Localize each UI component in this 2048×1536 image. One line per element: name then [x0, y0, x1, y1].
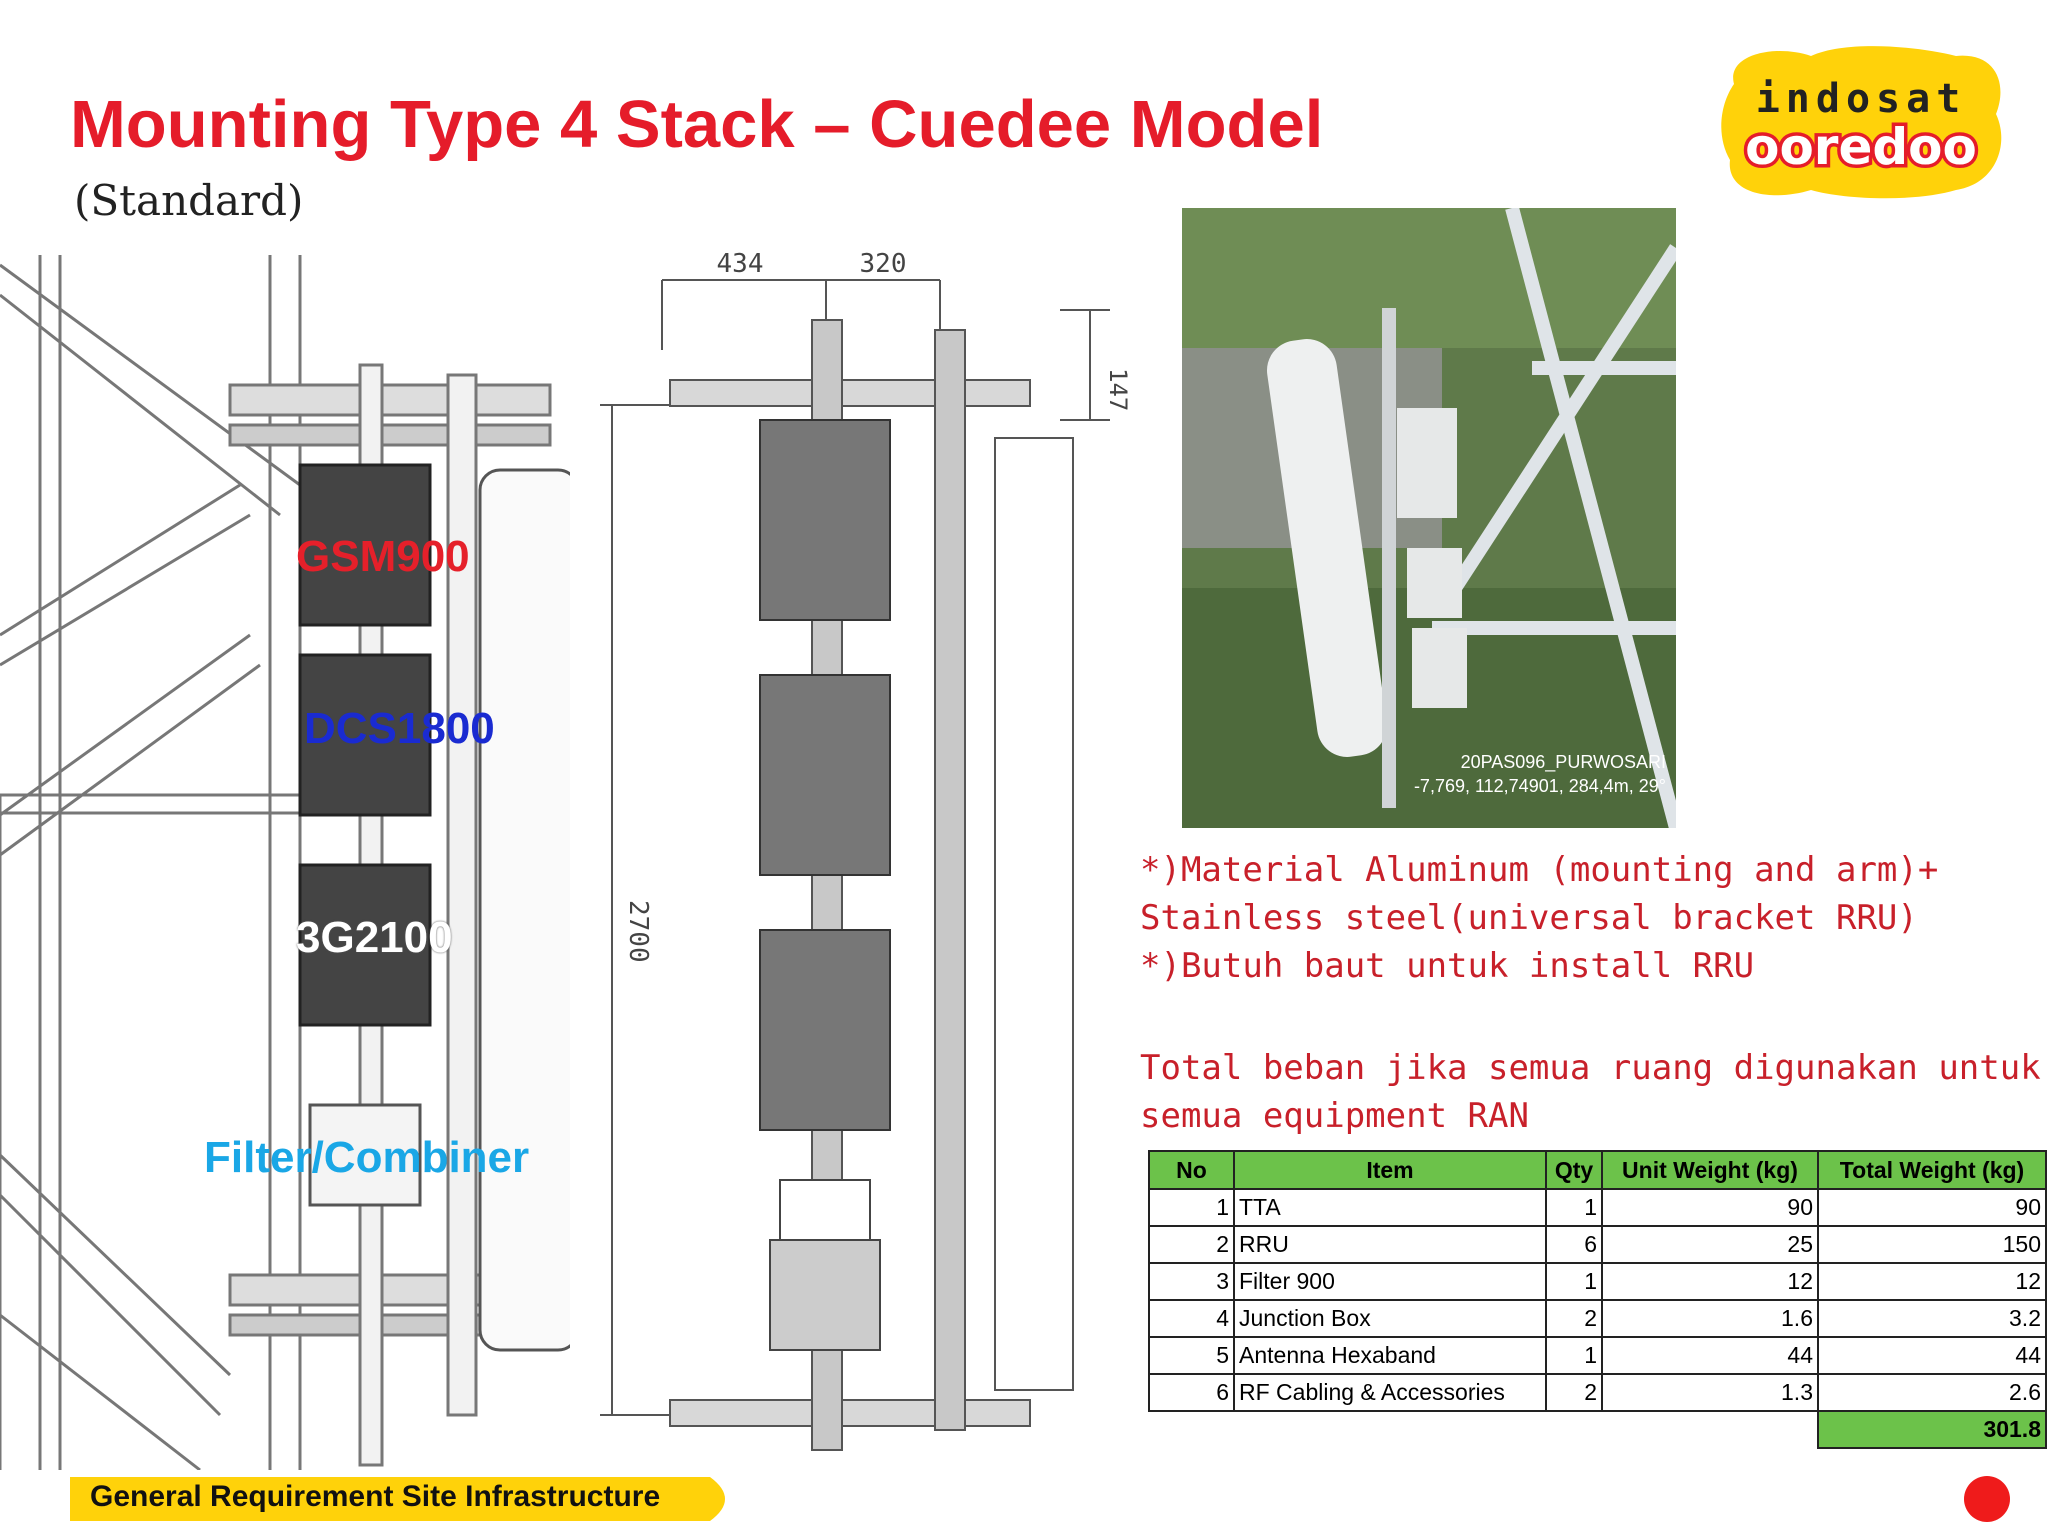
- footer-banner: [70, 1477, 725, 1521]
- cell-total-weight: 44: [1817, 1336, 2047, 1375]
- cell-qty: 2: [1545, 1299, 1603, 1338]
- site-photo: 20PAS096_PURWOSARI -7,769, 112,74901, 28…: [1182, 208, 1676, 828]
- label-3g2100: 3G2100: [296, 913, 453, 962]
- weight-table: No Item Qty Unit Weight (kg) Total Weigh…: [1148, 1150, 2047, 1449]
- cell-unit-weight: 44: [1601, 1336, 1819, 1375]
- cell-qty: 6: [1545, 1225, 1603, 1264]
- table-row: 2 RRU 6 25 150: [1148, 1225, 2047, 1264]
- cell-qty: 2: [1545, 1373, 1603, 1412]
- dimension-320: 320: [860, 249, 907, 279]
- cell-item: RRU: [1233, 1225, 1547, 1264]
- label-gsm900: GSM900: [296, 532, 470, 581]
- cell-qty: 1: [1545, 1336, 1603, 1375]
- logo-text-indosat: indosat: [1756, 76, 1967, 122]
- table-row: 3 Filter 900 1 12 12: [1148, 1262, 2047, 1301]
- col-unit-weight: Unit Weight (kg): [1601, 1150, 1819, 1190]
- load-notes: Total beban jika semua ruang digunakan u…: [1140, 1044, 2041, 1140]
- label-dcs1800: DCS1800: [304, 704, 495, 753]
- indosat-ooredoo-logo: indosat ooredoo: [1721, 46, 2002, 199]
- cell-unit-weight: 12: [1601, 1262, 1819, 1301]
- cell-total-weight: 90: [1817, 1188, 2047, 1227]
- cell-total-weight: 150: [1817, 1225, 2047, 1264]
- cell-qty: 1: [1545, 1262, 1603, 1301]
- photo-caption-coords: -7,769, 112,74901, 284,4m, 29°: [1414, 776, 1666, 796]
- dimension-434: 434: [717, 249, 764, 279]
- table-row: 1 TTA 1 90 90: [1148, 1188, 2047, 1227]
- cell-unit-weight: 90: [1601, 1188, 1819, 1227]
- cell-item: Junction Box: [1233, 1299, 1547, 1338]
- logo-text-ooredoo: ooredoo: [1745, 118, 1977, 176]
- note-line-4: Total beban jika semua ruang digunakan u…: [1140, 1048, 2041, 1088]
- cell-no: 4: [1148, 1299, 1235, 1338]
- cell-no: 5: [1148, 1336, 1235, 1375]
- red-dot-icon: [1964, 1476, 2010, 1522]
- col-no: No: [1148, 1150, 1235, 1190]
- cell-qty: 1: [1545, 1188, 1603, 1227]
- cell-item: Antenna Hexaband: [1233, 1336, 1547, 1375]
- footer-text: General Requirement Site Infrastructure: [90, 1480, 661, 1513]
- cell-no: 6: [1148, 1373, 1235, 1412]
- table-row: 4 Junction Box 2 1.6 3.2: [1148, 1299, 2047, 1338]
- cell-item: RF Cabling & Accessories: [1233, 1373, 1547, 1412]
- col-item: Item: [1233, 1150, 1547, 1190]
- table-row: 5 Antenna Hexaband 1 44 44: [1148, 1336, 2047, 1375]
- cell-total-weight: 12: [1817, 1262, 2047, 1301]
- note-line-5: semua equipment RAN: [1140, 1096, 1529, 1136]
- note-line-1: *)Material Aluminum (mounting and arm)+: [1140, 850, 1939, 890]
- cell-grand-total: 301.8: [1817, 1410, 2047, 1449]
- note-line-3: *)Butuh baut untuk install RRU: [1140, 946, 1755, 986]
- cell-item: Filter 900: [1233, 1262, 1547, 1301]
- table-total-row: 301.8: [1149, 1410, 2047, 1449]
- page-subtitle: (Standard): [74, 176, 304, 225]
- label-filter-combiner: Filter/Combiner: [204, 1133, 530, 1182]
- cell-unit-weight: 1.3: [1601, 1373, 1819, 1412]
- cell-unit-weight: 25: [1601, 1225, 1819, 1264]
- dimension-147: 147: [1104, 368, 1130, 411]
- cell-no: 1: [1148, 1188, 1235, 1227]
- dimension-2700: 2700: [623, 900, 653, 963]
- cell-item: TTA: [1233, 1188, 1547, 1227]
- table-row: 6 RF Cabling & Accessories 2 1.3 2.6: [1148, 1373, 2047, 1412]
- material-notes: *)Material Aluminum (mounting and arm)+ …: [1140, 846, 1938, 990]
- cell-no: 3: [1148, 1262, 1235, 1301]
- cell-unit-weight: 1.6: [1601, 1299, 1819, 1338]
- cell-total-weight: 2.6: [1817, 1373, 2047, 1412]
- photo-caption-site: 20PAS096_PURWOSARI: [1461, 752, 1666, 773]
- mounting-3d-drawing: [0, 255, 570, 1470]
- cell-no: 2: [1148, 1225, 1235, 1264]
- note-line-2: Stainless steel(universal bracket RRU): [1140, 898, 1918, 938]
- col-total-weight: Total Weight (kg): [1817, 1150, 2047, 1190]
- mounting-dimension-drawing: 434 320 147 2700: [600, 249, 1130, 1451]
- table-header-row: No Item Qty Unit Weight (kg) Total Weigh…: [1148, 1150, 2047, 1190]
- cell-total-weight: 3.2: [1817, 1299, 2047, 1338]
- col-qty: Qty: [1545, 1150, 1603, 1190]
- page-title: Mounting Type 4 Stack – Cuedee Model: [70, 87, 1324, 162]
